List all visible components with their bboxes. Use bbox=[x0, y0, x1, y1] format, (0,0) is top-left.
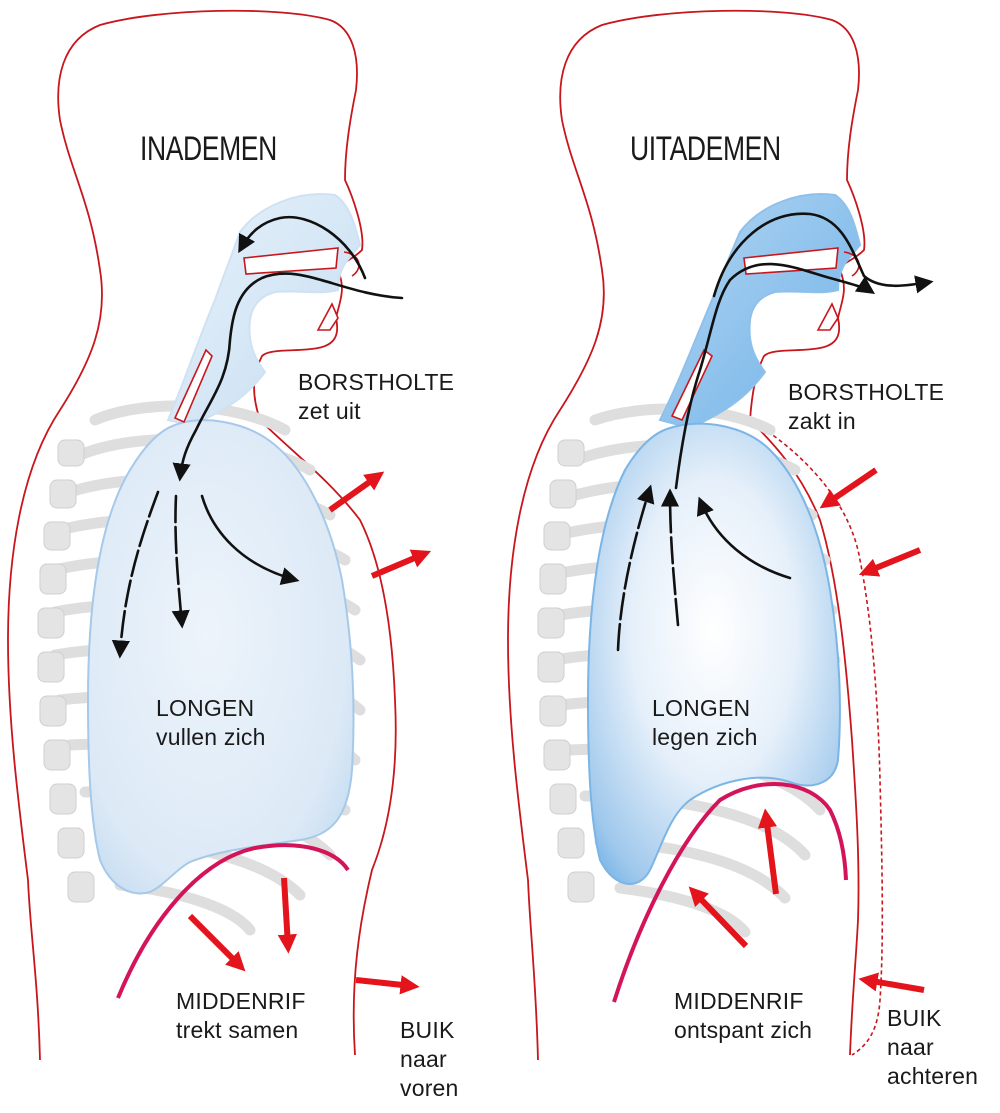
chest-sub-text: zet uit bbox=[298, 398, 361, 424]
airflow-arrows-right bbox=[616, 212, 934, 652]
belly-label-text: BUIK bbox=[400, 1017, 455, 1043]
diaphragm-right bbox=[612, 782, 848, 1003]
movement-arrows-left bbox=[187, 471, 432, 995]
exhale-diaphragm-label: MIDDENRIF ontspant zich bbox=[674, 987, 812, 1045]
lungs-sub-text: legen zich bbox=[652, 724, 758, 750]
inhale-belly-label: BUIK naar voren bbox=[400, 1016, 459, 1103]
chest-label-text: BORSTHOLTE bbox=[788, 379, 945, 405]
belly-sub-text-2: voren bbox=[400, 1075, 459, 1101]
lungs-left bbox=[86, 419, 355, 895]
belly-sub-text-2: achteren bbox=[887, 1063, 979, 1089]
exhale-figure bbox=[507, 9, 934, 1061]
inhale-title: INADEMEN bbox=[140, 130, 277, 168]
diaphragm-sub-text: ontspant zich bbox=[674, 1017, 813, 1043]
body-outline-right bbox=[507, 9, 866, 1061]
body-outline-left bbox=[7, 9, 397, 1061]
inhale-diaphragm-label: MIDDENRIF trekt samen bbox=[176, 987, 306, 1045]
exhale-chest-label: BORSTHOLTE zakt in bbox=[788, 378, 944, 436]
belly-label-text: BUIK bbox=[887, 1005, 942, 1031]
diaphragm-label-text: MIDDENRIF bbox=[176, 988, 306, 1014]
larynx-left bbox=[173, 348, 213, 424]
chest-label-text: BORSTHOLTE bbox=[298, 369, 455, 395]
diaphragm-sub-text: trekt samen bbox=[176, 1017, 299, 1043]
exhale-belly-label: BUIK naar achteren bbox=[887, 1004, 978, 1091]
inhale-lungs-label: LONGEN vullen zich bbox=[156, 694, 266, 752]
airflow-arrows-left bbox=[111, 215, 404, 659]
palate-left bbox=[243, 247, 339, 275]
tongue-right bbox=[816, 302, 839, 331]
exhale-lungs-label: LONGEN legen zich bbox=[652, 694, 758, 752]
exhale-title: UITADEMEN bbox=[630, 130, 781, 168]
belly-sub-text-1: naar bbox=[400, 1046, 447, 1072]
tongue-left bbox=[316, 302, 339, 331]
spine-right bbox=[537, 439, 595, 903]
belly-sub-text-1: naar bbox=[887, 1034, 934, 1060]
lungs-sub-text: vullen zich bbox=[156, 724, 266, 750]
lungs-right bbox=[586, 422, 841, 885]
lungs-label-text: LONGEN bbox=[652, 695, 751, 721]
spine-left bbox=[37, 439, 95, 903]
inhale-figure bbox=[7, 9, 432, 1061]
movement-arrows-right bbox=[688, 467, 925, 993]
inhale-chest-label: BORSTHOLTE zet uit bbox=[298, 368, 454, 426]
diaphragm-label-text: MIDDENRIF bbox=[674, 988, 804, 1014]
chest-sub-text: zakt in bbox=[788, 408, 856, 434]
diaphragm-left bbox=[116, 843, 350, 999]
lungs-label-text: LONGEN bbox=[156, 695, 255, 721]
